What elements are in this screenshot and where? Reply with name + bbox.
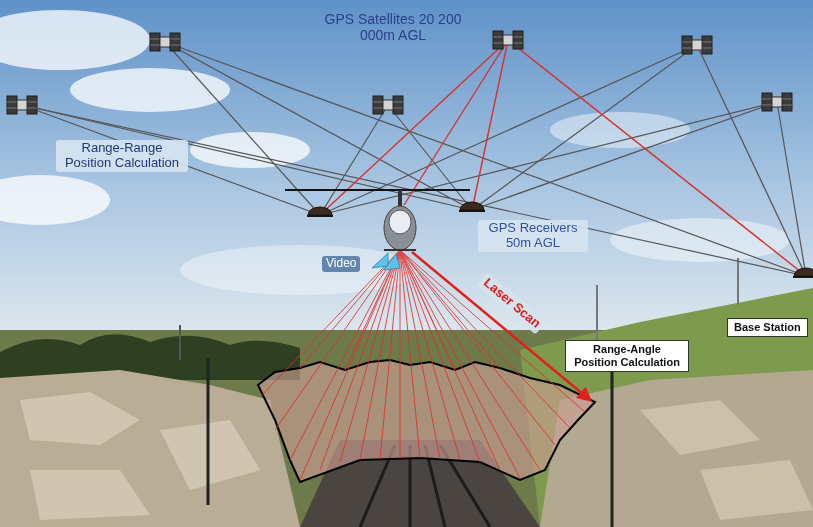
rock-cut-left <box>0 370 300 527</box>
active-range-lines <box>320 40 806 276</box>
laser-fan <box>262 250 585 480</box>
helicopter <box>285 190 470 250</box>
scene-label: Laser Scan <box>477 272 547 335</box>
box-text: Range-Angle Position Calculation <box>572 343 682 369</box>
rock-faces <box>640 400 813 520</box>
scene-label: GPS Satellites 20 200 000m AGL <box>314 10 472 44</box>
scene-label: GPS Receivers 50m AGL <box>478 220 588 252</box>
tree-line <box>0 334 300 380</box>
gps-receiver <box>307 202 813 278</box>
range-lines <box>22 42 806 276</box>
scene-label: Video <box>322 256 360 272</box>
rock-faces <box>20 392 260 520</box>
laser-scan-arrow <box>412 252 590 400</box>
box-text: Base Station <box>734 321 801 334</box>
position-label-box: Base Station <box>727 318 808 337</box>
video-camera-beam <box>372 253 400 270</box>
scene-label: Range-Range Position Calculation <box>56 140 188 172</box>
clouds <box>0 10 790 295</box>
scanned-area <box>258 360 595 482</box>
gps-satellite <box>7 31 792 114</box>
position-label-box: Range-Angle Position Calculation <box>565 340 689 372</box>
